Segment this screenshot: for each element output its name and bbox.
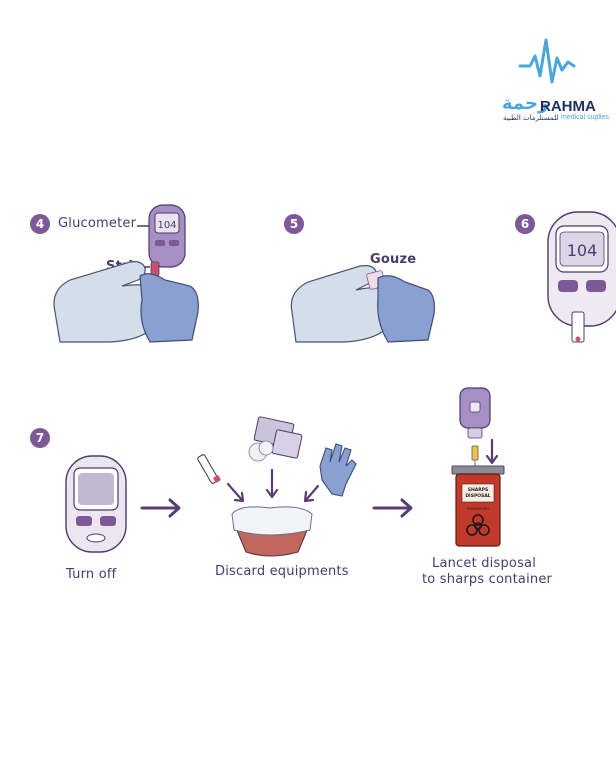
- discard-equipments-label: Discard equipments: [215, 564, 349, 579]
- lancet-disposal-label: Lancet disposal: [432, 556, 536, 571]
- arrow-icon: [374, 500, 411, 516]
- biohazard-label: BIOHAZARD: [467, 507, 489, 511]
- disposal-label: DISPOSAL: [465, 493, 490, 499]
- turn-off-label: Turn off: [66, 567, 116, 582]
- cotton-icon: [249, 441, 273, 461]
- glucometer-icon: [66, 456, 126, 552]
- lancet-icon: [460, 388, 490, 466]
- arrow-icon: [142, 500, 179, 516]
- test-strip-icon: [197, 454, 221, 484]
- sharps-container-label: to sharps container: [422, 572, 552, 587]
- arrow-icon: [487, 440, 497, 463]
- sharps-label: SHARPS: [468, 487, 489, 493]
- glove-icon: [320, 444, 356, 496]
- waste-bin-icon: [232, 507, 312, 556]
- sharps-container-icon: SHARPS DISPOSAL BIOHAZARD: [452, 466, 504, 546]
- arrow-icon: [228, 470, 318, 501]
